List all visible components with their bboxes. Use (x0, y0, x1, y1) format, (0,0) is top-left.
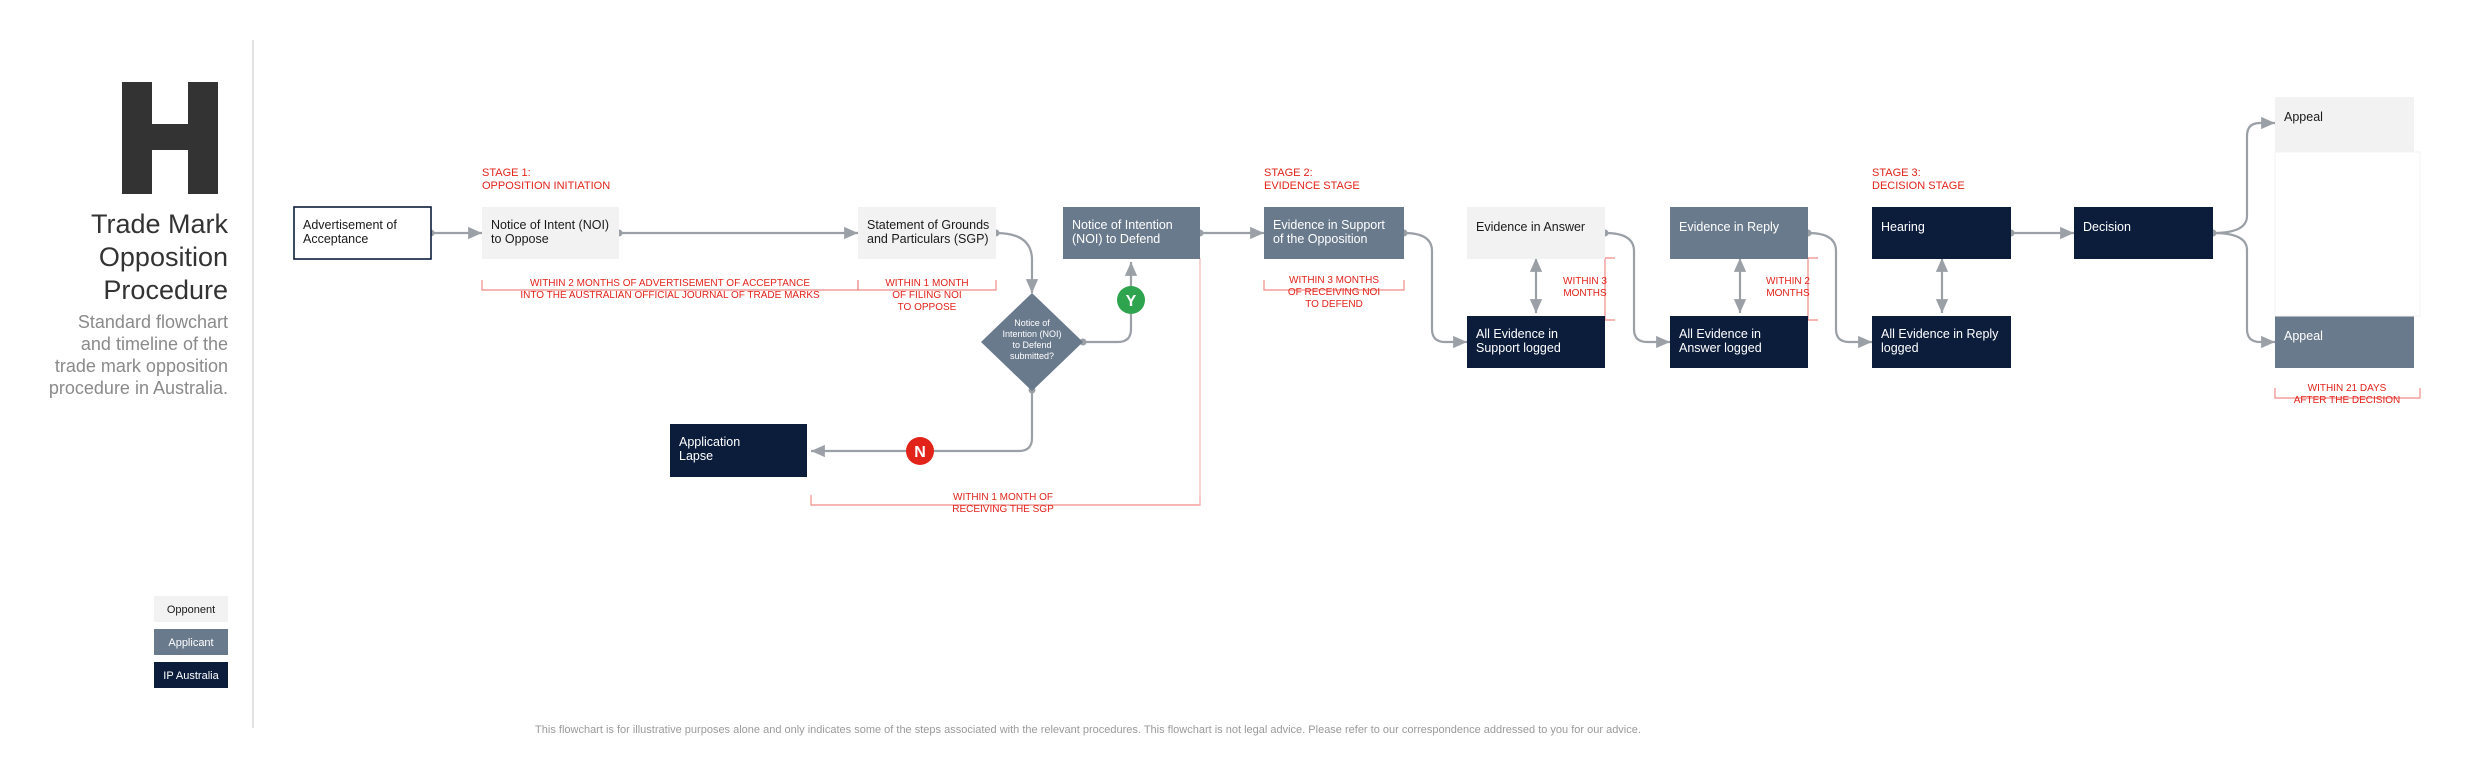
node-appeal-applicant: Appeal (2275, 316, 2414, 368)
stage-label: STAGE 2:EVIDENCE STAGE (1264, 167, 1360, 192)
appeal-panel (2274, 151, 2421, 317)
svg-text:Y: Y (1126, 293, 1137, 310)
node-label: Evidence in Reply (1679, 220, 1780, 234)
node-label: Appeal (2284, 110, 2323, 124)
node-decision: Decision (2074, 207, 2213, 259)
connector-sgp-diamond (995, 231, 1039, 293)
node-label: Evidence in Answer (1476, 220, 1585, 234)
node-evidence-answer: Evidence in Answer (1467, 207, 1605, 259)
connectors (431, 116, 2275, 458)
legend-label: Applicant (168, 637, 213, 649)
stage-label: STAGE 1:OPPOSITION INITIATION (482, 167, 610, 192)
connector-decision-appeal-bottom (2212, 231, 2275, 349)
node-evidence-reply: Evidence in Reply (1670, 207, 1808, 259)
connector-diamond-no (811, 390, 1034, 458)
node-label: Hearing (1881, 220, 1925, 234)
no-badge: N (906, 437, 934, 465)
node-appeal-opponent: Appeal (2275, 97, 2414, 152)
connector-support-logged (1403, 231, 1467, 349)
footer-disclaimer: This flowchart is for illustrative purpo… (535, 724, 1641, 736)
node-noi-defend: Notice of Intention(NOI) to Defend (1063, 207, 1200, 259)
node-noi-oppose: Notice of Intent (NOI)to Oppose (482, 207, 619, 259)
node-label: Notice of Intention(NOI) to Defend (1072, 218, 1173, 246)
legend-item: Opponent (154, 596, 228, 622)
connector-diamond-yes (1083, 262, 1138, 344)
node-label: Notice of Intent (NOI)to Oppose (491, 218, 609, 246)
svg-text:N: N (914, 444, 926, 461)
node-label: Appeal (2284, 329, 2323, 343)
connector-decision-appeal-top (2212, 116, 2275, 235)
connector-answer-logged (1604, 231, 1670, 349)
stage-label: STAGE 3:DECISION STAGE (1872, 167, 1965, 192)
legend-item: IP Australia (154, 662, 228, 688)
legend-item: Applicant (154, 629, 228, 655)
h-logo (122, 82, 218, 194)
node-label: Decision (2083, 220, 2131, 234)
legend-label: Opponent (167, 604, 215, 616)
timeline-t1: WITHIN 2 MONTHS OF ADVERTISEMENT OF ACCE… (520, 278, 820, 301)
timeline-brackets (481, 257, 2421, 506)
connector-reply-logged (1807, 231, 1872, 349)
node-hearing: Hearing (1872, 207, 2011, 259)
legend-label: IP Australia (163, 670, 219, 682)
yes-badge: Y (1117, 286, 1145, 314)
